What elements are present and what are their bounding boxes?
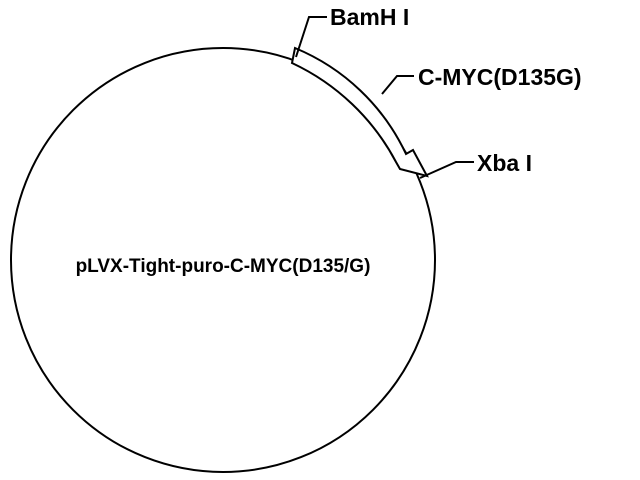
xba1-site-label: Xba I [477,150,532,176]
bamh1-callout-line [295,16,327,58]
plasmid-name-label: pLVX-Tight-puro-C-MYC(D135/G) [76,256,371,277]
xba1-callout-line [419,161,474,179]
bamh1-site-label: BamH I [330,4,409,30]
insert-label: C-MYC(D135G) [418,64,582,90]
plasmid-backbone-circle [10,47,436,473]
insert-callout-line [381,75,414,95]
insert-arrow [290,46,429,178]
